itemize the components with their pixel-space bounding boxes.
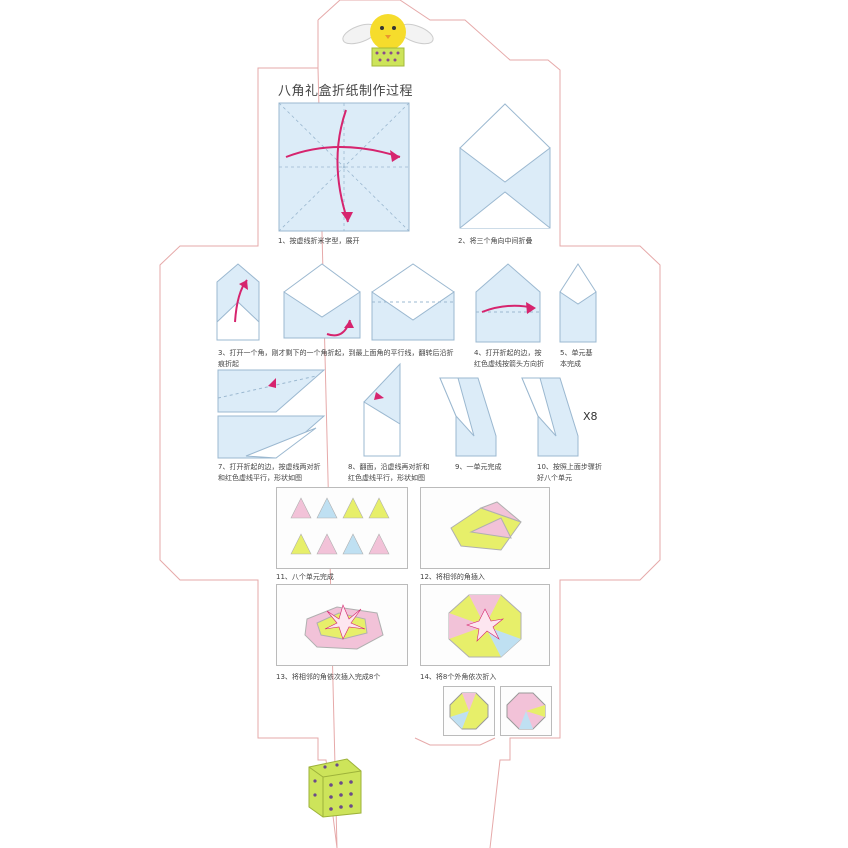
- step14-photo: [420, 584, 550, 666]
- step5-diagram: [559, 263, 597, 343]
- step13-photo: [276, 584, 408, 666]
- step1-caption: 1、按虚线折米字型，展开: [278, 237, 360, 245]
- step3-caption: 3、打开一个角，刚才剩下的一个角折起，到最上面角的平行线，翻转后沿折 痕折起: [218, 349, 454, 368]
- step2-diagram: [459, 103, 551, 229]
- cube-decoration-icon: [308, 758, 362, 818]
- step4-caption: 4、打开折起的边，按 红色虚线按箭头方向折: [474, 349, 544, 368]
- step9-diagram: [439, 377, 497, 457]
- step11-caption: 11、八个单元完成: [276, 573, 334, 581]
- step13-caption: 13、将相邻的角依次插入完成8个: [276, 673, 381, 681]
- step8-diagram: [363, 362, 401, 457]
- finished-thumb-1: [443, 686, 495, 736]
- octagon-box-side-image: [304, 604, 384, 650]
- step4-diagram: [475, 263, 541, 343]
- step9-caption: 9、一单元完成: [455, 463, 502, 471]
- step12-caption: 12、将相邻的角插入: [420, 573, 485, 581]
- step11-photo: [276, 487, 408, 569]
- step1-diagram: [278, 102, 410, 232]
- step12-photo: [420, 487, 550, 569]
- step3c-diagram: [371, 263, 455, 341]
- finished-thumb-2: [500, 686, 552, 736]
- step7-diagram: [217, 369, 326, 459]
- octagon-thumb-image: [506, 692, 546, 730]
- count-mark: X8: [583, 410, 598, 423]
- eight-units-image: [290, 497, 390, 555]
- page-title: 八角礼盒折纸制作过程: [278, 84, 414, 99]
- step3b-diagram: [283, 263, 361, 339]
- joined-units-image: [450, 501, 522, 551]
- step10-diagram: [521, 377, 579, 457]
- step2-caption: 2、将三个角向中间折叠: [458, 237, 533, 245]
- octagon-thumb-image: [449, 692, 489, 730]
- step10-caption: 10、按照上面步骤折 好八个单元: [537, 463, 602, 482]
- chick-decoration-icon: [342, 14, 434, 67]
- step3a-diagram: [216, 263, 260, 341]
- step8-caption: 8、翻面，沿虚线再对折和 红色虚线平行，形状如图: [348, 463, 430, 482]
- step7-caption: 7、打开折起的边，按虚线两对折 和红色虚线平行，形状如图: [218, 463, 321, 482]
- octagon-box-top-image: [448, 594, 522, 658]
- step5-caption: 5、单元基 本完成: [560, 349, 593, 368]
- step14-caption: 14、将8个外角依次折入: [420, 673, 497, 681]
